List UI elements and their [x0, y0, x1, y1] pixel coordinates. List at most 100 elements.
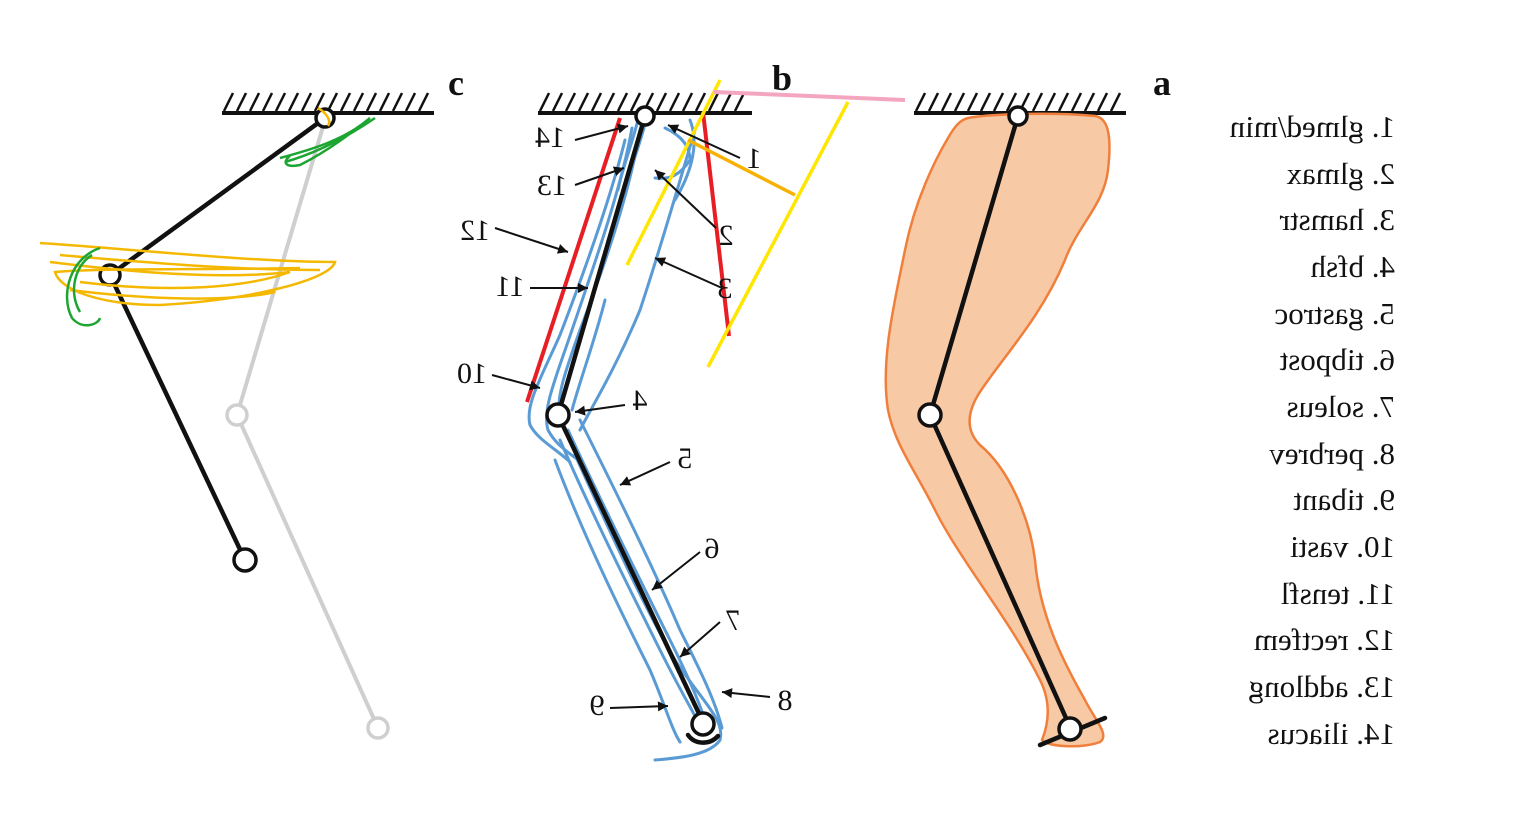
ground-hatch-mark — [629, 92, 642, 112]
panel-b-foot-mark — [685, 732, 721, 745]
panel-a-leg-silhouette — [884, 112, 1111, 748]
callout-arrow-line — [494, 227, 569, 253]
ground-hatch-mark — [378, 92, 391, 112]
callout-arrow-head — [529, 380, 540, 391]
ground-hatch-mark — [668, 92, 681, 112]
callout-arrow-line — [667, 124, 741, 159]
panel-c-yellow-scribble — [39, 106, 337, 307]
ground-hatch-mark — [1057, 92, 1070, 112]
ground-hatch-mark — [300, 92, 313, 112]
ground-hatch-mark — [707, 92, 720, 112]
ground-hatch-mark — [222, 92, 235, 112]
orange-annotation-line — [687, 138, 796, 197]
panel-b-label: b — [772, 58, 792, 98]
muscle-path-bfsh — [570, 298, 607, 412]
ground-hatch-mark — [979, 92, 992, 112]
ground-hatch-mark — [577, 92, 590, 112]
legend-item-5: 5. gastroc — [1274, 296, 1395, 331]
muscle-number-9: 9 — [590, 689, 605, 722]
callout-arrow-head — [578, 283, 588, 293]
ground-hatch-mark — [992, 92, 1005, 112]
panel-b: 1 2 3 4 5 6 7 8 9 10 11 12 13 14 b — [457, 58, 906, 762]
ground-hatch-mark — [417, 92, 430, 112]
ground-hatch-mark — [694, 92, 707, 112]
ground-hatch-mark — [564, 92, 577, 112]
ground-hatch-mark — [404, 92, 417, 112]
ground-hatch-mark — [1070, 92, 1083, 112]
legend-item-12: 12. rectfem — [1254, 622, 1395, 657]
legend-item-11: 11. tensfl — [1281, 576, 1395, 611]
muscle-path-tibant — [553, 458, 682, 744]
ground-hatch-mark — [352, 92, 365, 112]
legend-item-13: 13. addlong — [1249, 669, 1395, 704]
ground-hatch-mark — [326, 92, 339, 112]
muscle-number-1: 1 — [747, 142, 762, 175]
ground-hatch-mark — [1031, 92, 1044, 112]
ground-hatch-mark — [927, 92, 940, 112]
yellow-annotation-line-1 — [625, 79, 722, 266]
panel-c-ghost-leg — [234, 118, 380, 730]
legend-item-9: 9. tibant — [1293, 482, 1395, 517]
callout-arrow-head — [655, 257, 667, 267]
muscle-number-2: 2 — [719, 219, 734, 252]
callout-arrow-head — [657, 701, 668, 712]
panel-a-ankle-joint — [1057, 716, 1083, 742]
ground-hatch-mark — [365, 92, 378, 112]
ground-hatch-mark — [391, 92, 404, 112]
panel-b-thigh — [555, 113, 648, 418]
panel-a-thigh — [927, 113, 1021, 418]
callout-arrow-head — [655, 170, 666, 181]
panel-c-label: c — [448, 63, 464, 103]
ground-hatch-mark — [538, 92, 551, 112]
panel-c-ghost-knee-joint — [225, 403, 249, 427]
muscle-number-7: 7 — [726, 604, 741, 637]
panel-b-muscle-numbers: 1 2 3 4 5 6 7 8 9 10 11 12 13 14 — [457, 121, 793, 722]
callout-arrow-head — [620, 476, 632, 486]
ground-hatch-mark — [261, 92, 274, 112]
muscle-path-tibpost — [566, 428, 707, 722]
panel-c-shank — [107, 272, 248, 563]
panel-a-shank — [927, 412, 1073, 730]
ground-hatch-mark — [1044, 92, 1057, 112]
muscle-number-8: 8 — [778, 684, 793, 717]
panel-a: a — [884, 63, 1171, 748]
legend-item-7: 7. soleus — [1287, 389, 1396, 424]
ground-hatch-mark — [603, 92, 616, 112]
legend-item-2: 2. glmax — [1286, 156, 1395, 191]
panel-c: c — [39, 63, 464, 740]
callout-arrow-head — [617, 123, 628, 134]
panel-c-ghost-ankle-joint — [366, 716, 390, 740]
ground-hatch-mark — [235, 92, 248, 112]
callout-arrow-head — [680, 646, 691, 657]
ground-hatch-mark — [1083, 92, 1096, 112]
ground-hatch-mark — [914, 92, 927, 112]
pink-annotation-line — [713, 90, 906, 102]
ground-hatch-mark — [339, 92, 352, 112]
callout-arrow-head — [575, 405, 586, 416]
ground-hatch-mark — [720, 92, 733, 112]
legend-item-3: 3. hamstr — [1279, 202, 1395, 237]
muscle-number-5: 5 — [678, 442, 693, 475]
ground-hatch-mark — [313, 92, 326, 112]
ground-hatch-mark — [274, 92, 287, 112]
callout-arrow-line — [654, 257, 723, 289]
muscle-number-12: 12 — [460, 214, 490, 247]
red-annotation-line-1 — [525, 117, 622, 403]
muscle-path-rectfem — [545, 126, 634, 462]
panel-c-ankle-joint — [232, 547, 258, 573]
legend-item-1: 1. glmed/min — [1229, 109, 1395, 144]
ground-hatch-mark — [953, 92, 966, 112]
muscle-path-gastroc — [578, 418, 724, 730]
muscle-path-perbrev — [573, 453, 723, 762]
ground-hatch-mark — [966, 92, 979, 112]
panel-b-ankle-joint — [690, 711, 716, 737]
ground-hatch-mark — [616, 92, 629, 112]
panel-b-callout-arrows — [491, 123, 771, 712]
panel-b-muscles — [527, 118, 724, 762]
callout-arrow-line — [654, 169, 717, 229]
panel-a-hip-joint — [1007, 105, 1029, 127]
muscle-number-6: 6 — [705, 532, 720, 565]
callout-arrow-head — [556, 244, 568, 254]
yellow-annotation-line-2 — [706, 101, 850, 368]
